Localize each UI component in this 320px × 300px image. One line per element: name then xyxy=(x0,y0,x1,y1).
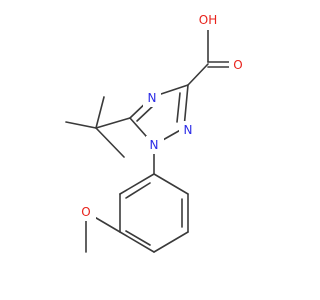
atom-carbonyl-oxygen: O xyxy=(233,58,242,72)
atom-hydroxyl: OH xyxy=(199,13,217,27)
molecule-structure: OH O N N N O xyxy=(65,13,243,253)
bond-c3-n2 xyxy=(183,84,189,129)
bond-ph-1-2 xyxy=(153,173,189,195)
bond-ph-3-4 xyxy=(153,231,189,253)
bond-tbu-methyl-top xyxy=(95,96,105,129)
bond-c5-n4-double xyxy=(136,104,155,122)
bond-ph-6-1 xyxy=(119,173,155,195)
atom-methoxy-oxygen: O xyxy=(81,205,90,219)
bond-c5-quaternary-c xyxy=(95,117,131,129)
bond-acid-c-ring xyxy=(187,63,209,86)
bond-ph-double-c xyxy=(125,182,151,199)
bond-tbu-methyl-left xyxy=(65,121,97,129)
bond-c3-n2-double xyxy=(176,92,181,123)
bond-ph-4-5 xyxy=(119,231,155,253)
bond-tbu-methyl-bottom xyxy=(95,127,125,158)
atom-nitrogen-2: N xyxy=(184,123,193,137)
atom-nitrogen-4: N xyxy=(148,91,157,105)
atom-nitrogen-1: N xyxy=(150,138,159,152)
bond-ph-double-b xyxy=(125,230,151,246)
